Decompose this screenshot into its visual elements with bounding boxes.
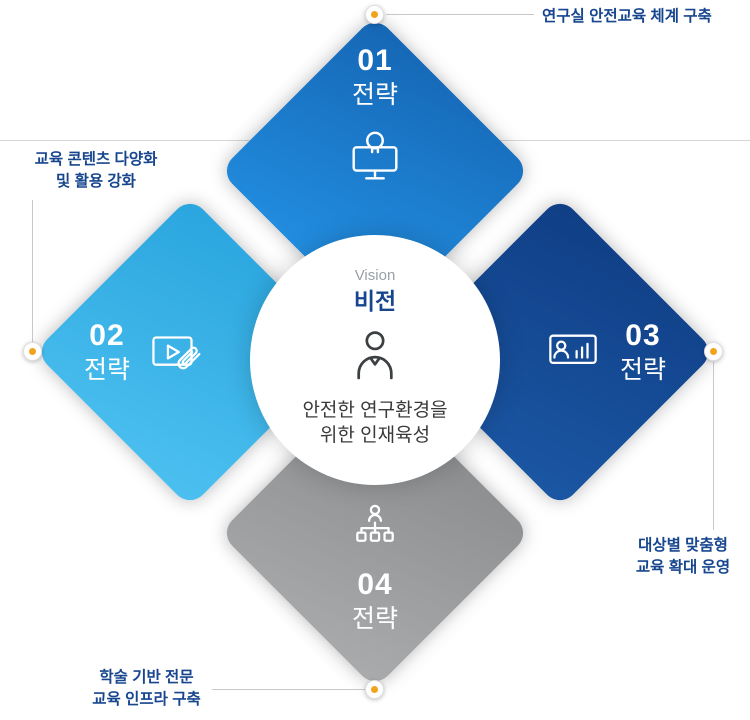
callout-bottom-line1: 학술 기반 전문 xyxy=(99,669,194,686)
strategy-01-label: 전략 xyxy=(351,81,398,109)
strategy-02-content: 02 전략 xyxy=(60,308,230,396)
vision-description: 안전한 연구환경을 위한 인재육성 xyxy=(302,398,447,448)
callout-marker-top xyxy=(365,5,384,24)
strategy-01-content: 01 전략 xyxy=(285,46,465,188)
callout-top-line1: 연구실 안전교육 체계 구축 xyxy=(542,8,712,25)
vision-description-line1: 안전한 연구환경을 xyxy=(302,399,448,421)
monitor-lightbulb-icon xyxy=(352,131,398,180)
callout-line-left xyxy=(32,200,33,342)
strategy-01-number: 01 xyxy=(357,44,393,77)
strategy-03-label: 전략 xyxy=(619,356,666,384)
callout-bottom-line2: 교육 인프라 구축 xyxy=(92,691,201,709)
callout-right-line2: 교육 확대 운영 xyxy=(635,559,731,577)
strategy-04-content: 04 전략 xyxy=(285,500,465,632)
callout-marker-bottom xyxy=(365,680,384,699)
strategy-04-number: 04 xyxy=(357,568,393,601)
callout-marker-right xyxy=(704,342,723,361)
marker-dot xyxy=(29,348,36,355)
callout-text-bottom: 학술 기반 전문 교육 인프라 구축 xyxy=(84,667,209,712)
marker-dot xyxy=(710,348,717,355)
marker-dot xyxy=(371,11,378,18)
vision-circle: Vision 비전 안전한 연구환경을 위한 인재육성 xyxy=(250,235,500,485)
callout-line-bottom xyxy=(212,689,365,690)
callout-line-right xyxy=(713,362,714,530)
vision-label-ko: 비전 xyxy=(353,288,397,314)
strategy-04-label: 전략 xyxy=(351,605,398,633)
video-paperclip-icon xyxy=(152,336,201,370)
org-hierarchy-icon xyxy=(356,504,394,542)
callout-line-top xyxy=(386,14,534,15)
callout-left-line2: 및 활용 강화 xyxy=(56,173,136,191)
callout-marker-left xyxy=(23,342,42,361)
vision-description-line2: 위한 인재육성 xyxy=(319,424,431,446)
strategy-03-number: 03 xyxy=(625,319,661,352)
strategy-02-label: 전략 xyxy=(83,356,130,384)
callout-right-line1: 대상별 맞춤형 xyxy=(638,537,728,554)
person-icon xyxy=(357,330,393,379)
marker-dot xyxy=(371,686,378,693)
callout-text-left: 교육 콘텐츠 다양화 및 활용 강화 xyxy=(18,149,174,194)
callout-text-top: 연구실 안전교육 체계 구축 xyxy=(542,6,712,28)
person-chart-icon xyxy=(549,334,597,365)
callout-left-line1: 교육 콘텐츠 다양화 xyxy=(34,151,158,168)
strategy-02-number: 02 xyxy=(89,319,125,352)
vision-label-en: Vision xyxy=(354,267,396,284)
strategy-03-content: 03 전략 xyxy=(520,308,690,396)
callout-text-right: 대상별 맞춤형 교육 확대 운영 xyxy=(620,535,746,580)
